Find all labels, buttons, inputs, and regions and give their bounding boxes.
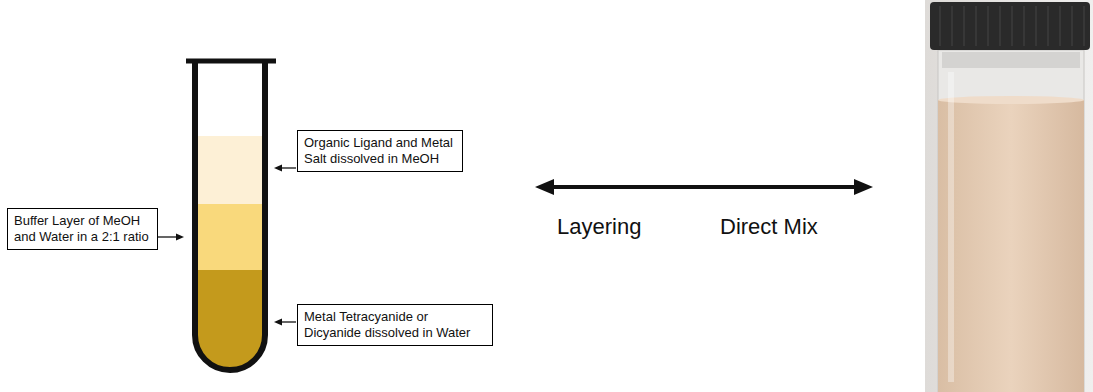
method-label: Layering — [557, 214, 641, 240]
vial-photo — [925, 0, 1093, 392]
box-text: Organic Ligand and Metal Salt dissolved … — [304, 135, 456, 167]
label-box: Organic Ligand and Metal Salt dissolved … — [297, 130, 463, 172]
leader-arrows — [158, 165, 296, 326]
label-box: Buffer Layer of MeOH and Water in a 2:1 … — [7, 208, 158, 250]
box-text: Metal Tetracyanide or Dicyanide dissolve… — [304, 309, 486, 341]
tube-lip — [186, 59, 276, 64]
test-tube — [195, 62, 265, 370]
double-arrow — [535, 179, 873, 195]
box-text: Buffer Layer of MeOH and Water in a 2:1 … — [14, 213, 151, 245]
label-box: Metal Tetracyanide or Dicyanide dissolve… — [297, 304, 493, 346]
tube-layers — [190, 62, 270, 380]
method-label: Direct Mix — [720, 214, 818, 240]
